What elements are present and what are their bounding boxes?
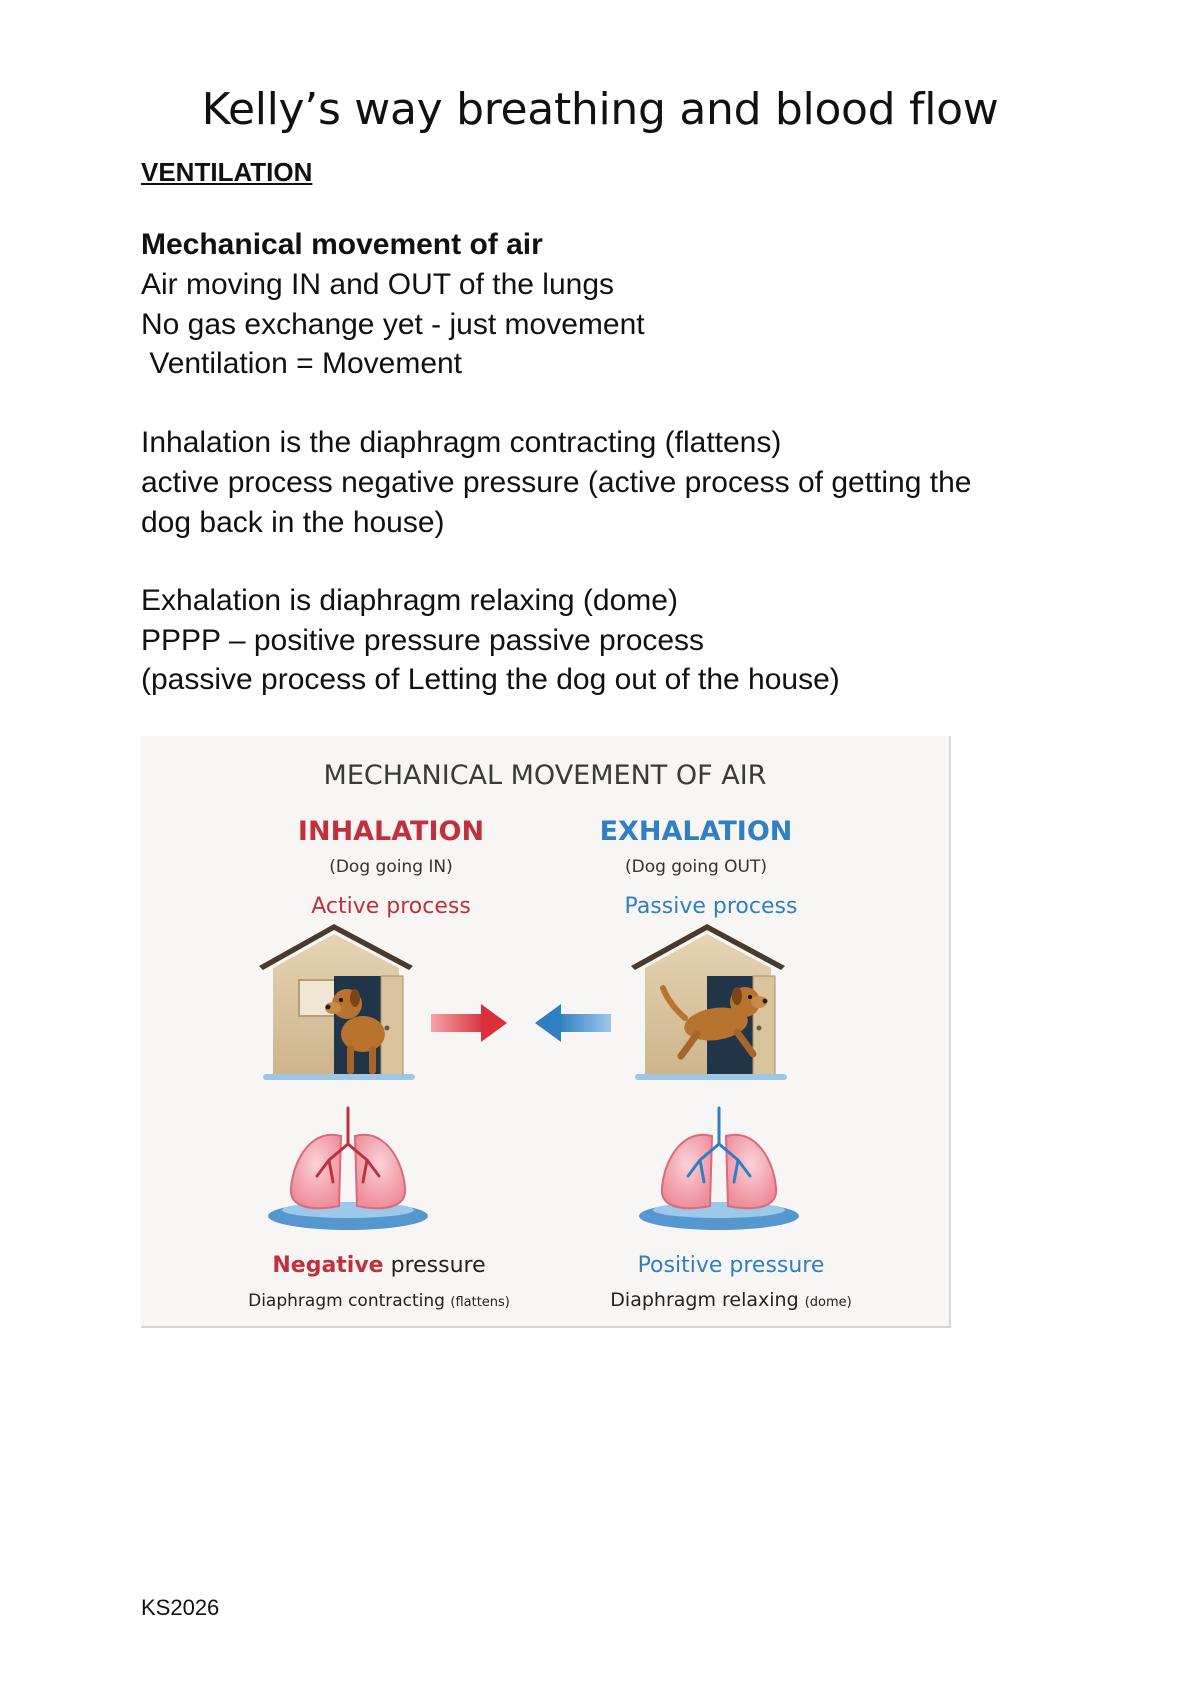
footer-code: KS2026 <box>141 1595 220 1620</box>
exhalation-caption: Diaphragm relaxing (dome) <box>610 1289 851 1311</box>
ventilation-figure: MECHANICAL MOVEMENT OF AIR INHALATION EX… <box>141 736 951 1328</box>
inhalation-caption: Diaphragm contracting (flattens) <box>248 1291 510 1311</box>
caption-main: Diaphragm contracting <box>248 1291 450 1311</box>
paragraph-line: Ventilation = Movement <box>141 347 463 380</box>
caption-main: Diaphragm relaxing <box>610 1289 804 1311</box>
section-heading: VENTILATION <box>141 157 313 187</box>
paragraph-line: PPPP – positive pressure passive process <box>141 624 705 657</box>
paragraph-heading: Mechanical movement of air <box>141 228 543 261</box>
exhalation-heading: EXHALATION <box>600 816 793 847</box>
inhalation-pressure-label: Negative pressure <box>272 1253 485 1278</box>
arrow-right-icon <box>431 1004 507 1042</box>
inhalation-subheading: (Dog going IN) <box>329 857 453 877</box>
paragraph-line: active process negative pressure (active… <box>141 466 972 499</box>
caption-small: (dome) <box>805 1295 852 1310</box>
lungs-icon <box>268 1106 428 1230</box>
paragraph-line: dog back in the house) <box>141 506 445 539</box>
negative-word: Negative <box>272 1253 383 1278</box>
inhalation-process: Active process <box>311 894 471 919</box>
figure-title: MECHANICAL MOVEMENT OF AIR <box>324 760 767 791</box>
paragraph-line: No gas exchange yet - just movement <box>141 308 645 341</box>
paragraph-line: Air moving IN and OUT of the lungs <box>141 268 614 301</box>
exhalation-subheading: (Dog going OUT) <box>625 857 767 877</box>
inhalation-heading: INHALATION <box>298 816 484 847</box>
exhalation-process: Passive process <box>625 894 798 919</box>
lungs-icon <box>639 1106 799 1230</box>
pressure-suffix: pressure <box>384 1253 486 1278</box>
paragraph-line: (passive process of Letting the dog out … <box>141 663 840 696</box>
ventilation-illustration: MECHANICAL MOVEMENT OF AIR INHALATION EX… <box>248 760 852 1311</box>
paragraph-line: Inhalation is the diaphragm contracting … <box>141 426 782 459</box>
arrow-left-icon <box>535 1004 611 1042</box>
dog-icon <box>660 985 768 1060</box>
dog-icon <box>325 989 385 1074</box>
paragraph-line: Exhalation is diaphragm relaxing (dome) <box>141 584 678 617</box>
exhalation-pressure-label: Positive pressure <box>638 1253 825 1278</box>
document-title: Kelly’s way breathing and blood flow <box>201 84 999 135</box>
caption-small: (flattens) <box>450 1295 510 1310</box>
